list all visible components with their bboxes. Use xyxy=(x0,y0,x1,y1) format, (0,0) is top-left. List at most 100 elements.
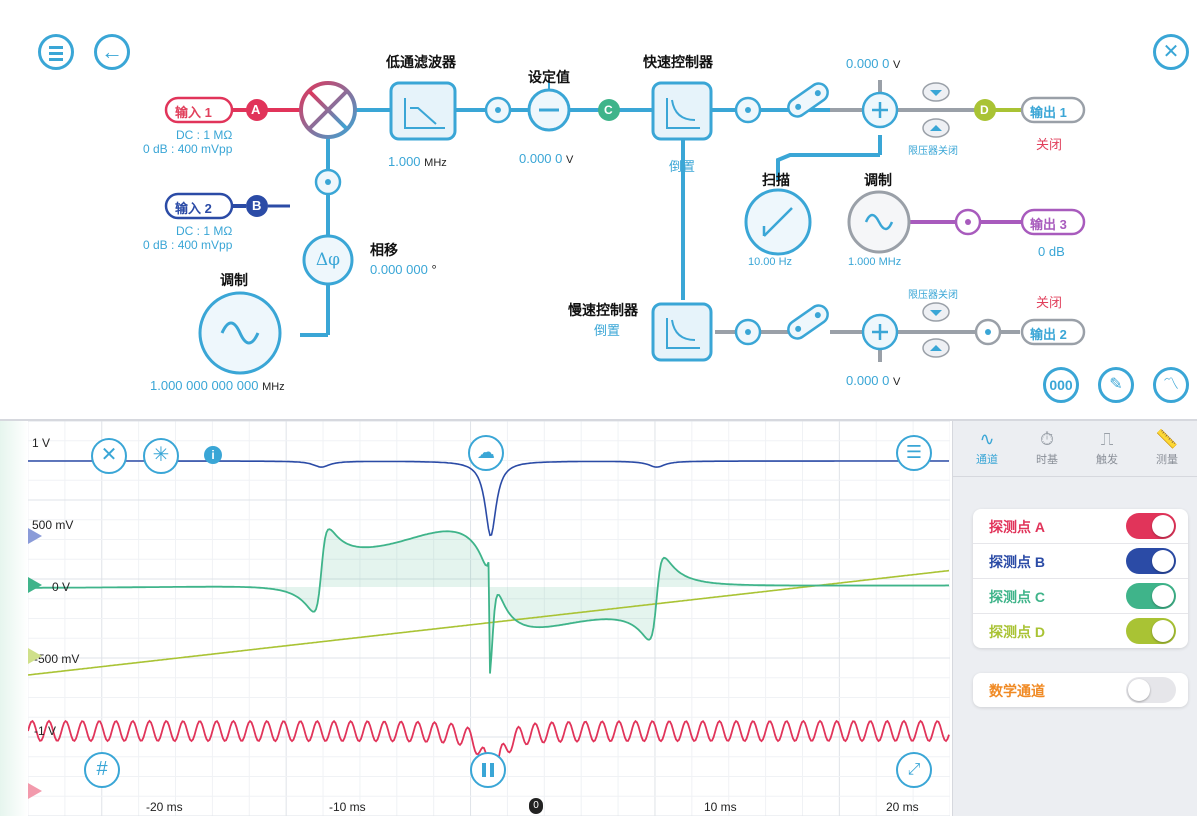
tab-trigger[interactable]: ⎍ 触发 xyxy=(1077,427,1137,467)
trigger-marker[interactable]: 0 xyxy=(529,798,543,814)
offset-bottom-number: 0.000 0 xyxy=(846,373,890,388)
output1-button[interactable]: 输出 1 xyxy=(1030,105,1067,120)
input2-dc: DC : 1 MΩ xyxy=(176,224,233,238)
lowpass-title: 低通滤波器 xyxy=(386,54,456,70)
info-button[interactable]: i xyxy=(204,446,222,464)
fast-controller-block[interactable] xyxy=(653,83,711,139)
close-scope-button[interactable]: ✕ xyxy=(91,438,127,474)
pause-button[interactable] xyxy=(470,752,506,788)
mod-left-unit: MHz xyxy=(262,381,285,393)
output3-button[interactable]: 输出 3 xyxy=(1030,217,1067,232)
trend-button[interactable]: 〽 xyxy=(1153,367,1189,403)
cloud-upload-icon: ☁ xyxy=(477,442,495,462)
ruler-icon: 📏 xyxy=(1155,429,1179,449)
tab-trigger-label: 触发 xyxy=(1096,454,1118,466)
tabs-divider xyxy=(953,476,1197,477)
lowpass-number: 1.000 xyxy=(388,154,421,169)
settings-sliders-button[interactable]: ☰ xyxy=(896,435,932,471)
notes-button[interactable]: ✎ xyxy=(1098,367,1134,403)
notes-icon: ✎ xyxy=(1109,376,1123,393)
channel-a-toggle[interactable] xyxy=(1126,513,1176,539)
offset-top-unit: V xyxy=(893,59,901,71)
channel-c-name: 探测点 C xyxy=(989,589,1045,605)
fast-controller-invert[interactable]: 倒置 xyxy=(669,159,696,174)
upload-button[interactable]: ☁ xyxy=(468,435,504,471)
x-tick-5: 20 ms xyxy=(886,800,919,814)
back-button[interactable]: ← xyxy=(94,34,130,70)
fullscreen-button[interactable]: ⤢ xyxy=(896,752,932,788)
offset-top-value[interactable]: 0.000 0 V xyxy=(846,56,900,71)
menu-button[interactable] xyxy=(38,34,74,70)
input1-button[interactable]: 输入 1 xyxy=(175,105,212,120)
limiter-bottom-status[interactable]: 限压器关闭 xyxy=(908,290,958,301)
offset-top-number: 0.000 0 xyxy=(846,56,890,71)
tab-measure[interactable]: 📏 测量 xyxy=(1137,427,1197,467)
toggle-knob xyxy=(1152,620,1174,642)
input1-db: 0 dB : 400 mVpp xyxy=(143,142,233,156)
phase-number: 0.000 000 xyxy=(370,262,428,277)
channel-row-d[interactable]: 探测点 D xyxy=(973,614,1188,648)
tab-measure-label: 测量 xyxy=(1156,454,1178,466)
slow-controller-block[interactable] xyxy=(653,304,711,360)
slow-controller-invert[interactable]: 倒置 xyxy=(594,323,621,338)
channel-row-c[interactable]: 探测点 C xyxy=(973,579,1188,614)
offset-bottom-value[interactable]: 0.000 0 V xyxy=(846,373,900,388)
probe-c-marker: C xyxy=(604,103,613,117)
trend-icon: 〽 xyxy=(1162,376,1179,393)
probe-b-marker: B xyxy=(252,198,262,213)
channel-row-b[interactable]: 探测点 B xyxy=(973,544,1188,579)
trace-b xyxy=(28,460,949,537)
sliders-icon: ☰ xyxy=(905,442,923,462)
toggle-knob xyxy=(1128,679,1150,701)
x-tick-1: -20 ms xyxy=(146,800,183,814)
burst-icon: ✳ xyxy=(152,444,170,466)
sweep-block[interactable] xyxy=(746,190,810,254)
grid-button[interactable]: # xyxy=(84,752,120,788)
probe-d-marker: D xyxy=(980,103,989,117)
channel-row-a[interactable]: 探测点 A xyxy=(973,509,1188,544)
input2-button[interactable]: 输入 2 xyxy=(175,201,212,216)
tools-button[interactable]: ✕ xyxy=(1153,34,1189,70)
scope-left-margin xyxy=(0,421,28,816)
output2-button[interactable]: 输出 2 xyxy=(1030,327,1067,342)
mod-right-block[interactable] xyxy=(849,192,909,252)
channel-a-name: 探测点 A xyxy=(989,519,1045,535)
marker-b[interactable] xyxy=(28,528,42,544)
lowpass-block[interactable] xyxy=(391,83,455,139)
channel-c-toggle[interactable] xyxy=(1126,583,1176,609)
sweep-value[interactable]: 10.00 Hz xyxy=(748,256,793,268)
autoscale-button[interactable]: ✳ xyxy=(143,438,179,474)
scope-label-d: -500 mV xyxy=(34,652,80,666)
tab-channels[interactable]: ∿ 通道 xyxy=(957,427,1017,467)
mod-left-number: 1.000 000 000 000 xyxy=(150,378,259,393)
marker-d[interactable] xyxy=(28,648,42,664)
math-channel-row[interactable]: 数学通道 xyxy=(973,673,1188,707)
phase-shift-block[interactable]: Δφ xyxy=(315,250,341,270)
info-icon: i xyxy=(211,448,215,462)
setpoint-value[interactable]: 0.000 0 V xyxy=(519,151,573,166)
tab-channels-label: 通道 xyxy=(976,454,998,466)
digits-button[interactable]: 000 xyxy=(1043,367,1079,403)
output1-status: 关闭 xyxy=(1036,137,1063,152)
math-channel-toggle[interactable] xyxy=(1126,677,1176,703)
marker-c[interactable] xyxy=(28,577,42,593)
channel-list: 探测点 A 探测点 B 探测点 C 探测点 D xyxy=(973,509,1188,648)
phase-value[interactable]: 0.000 000 ° xyxy=(370,262,437,277)
scope-label-top: 1 V xyxy=(32,436,51,450)
channel-b-toggle[interactable] xyxy=(1126,548,1176,574)
toggle-knob xyxy=(1152,585,1174,607)
tab-timebase[interactable]: ⏱ 时基 xyxy=(1017,427,1077,467)
grid-icon: # xyxy=(96,758,108,780)
marker-a[interactable] xyxy=(28,783,42,799)
input1-dc: DC : 1 MΩ xyxy=(176,128,233,142)
mod-left-title: 调制 xyxy=(220,272,248,288)
channel-d-toggle[interactable] xyxy=(1126,618,1176,644)
mod-right-value[interactable]: 1.000 MHz xyxy=(848,256,902,268)
mod-left-value[interactable]: 1.000 000 000 000 MHz xyxy=(150,378,285,393)
scope-divider xyxy=(0,419,1197,421)
flow-diagram xyxy=(164,80,1086,375)
lowpass-value[interactable]: 1.000 MHz xyxy=(388,154,447,169)
close-icon: ✕ xyxy=(100,444,118,466)
limiter-top-status[interactable]: 限压器关闭 xyxy=(908,146,958,157)
mod-left-block[interactable] xyxy=(200,293,280,373)
